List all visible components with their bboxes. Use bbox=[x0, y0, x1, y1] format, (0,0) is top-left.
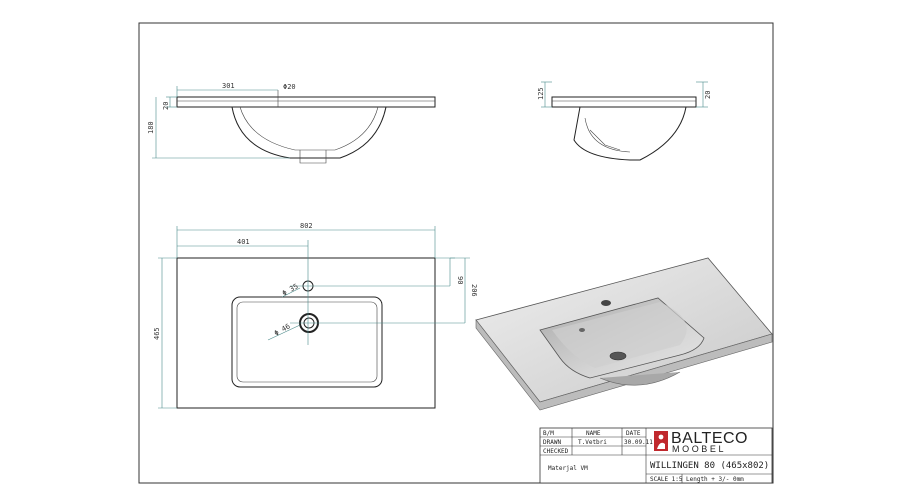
tb-row-drawn-label: DRAWN bbox=[543, 439, 561, 446]
tb-scale: SCALE 1:5 bbox=[650, 476, 683, 483]
sheet-border bbox=[138, 22, 774, 484]
tb-col-role: B/M bbox=[543, 430, 554, 437]
brand-sub: MOOBEL bbox=[672, 444, 726, 454]
top-dim-width: 802 bbox=[300, 222, 313, 230]
tb-row-drawn-date: 30.09.11 bbox=[624, 439, 653, 446]
top-view: 802 401 Φ 35 Φ 46 90 206 465 bbox=[153, 222, 478, 409]
front-dim-hole-dia: Φ20 bbox=[283, 83, 296, 91]
front-bowl-outline bbox=[231, 106, 387, 159]
iso-drain-hole bbox=[609, 351, 627, 361]
side-view: 125 20 bbox=[537, 81, 712, 161]
front-dim-width-half: 301 bbox=[222, 82, 235, 90]
front-dim-total-height: 180 bbox=[147, 121, 155, 134]
tb-tolerance: Length + 3/- 0mm bbox=[686, 476, 744, 483]
front-counter-slab bbox=[176, 96, 436, 108]
title-block: B/M NAME DATE DRAWN T.Vetbri 30.09.11 CH… bbox=[539, 427, 773, 484]
tb-product: WILLINGEN 80 (465x802) bbox=[650, 461, 769, 471]
front-dim-rim-height: 20 bbox=[162, 102, 170, 110]
side-counter-slab bbox=[551, 96, 697, 108]
side-bowl-outline bbox=[573, 106, 687, 161]
top-dim-center: 401 bbox=[237, 238, 250, 246]
isometric-view bbox=[475, 257, 773, 411]
tb-row-checked-label: CHECKED bbox=[543, 448, 569, 455]
top-dim-bowl-depth: 206 bbox=[470, 284, 478, 297]
side-dim-left-height: 125 bbox=[537, 87, 545, 100]
brand-name: BALTECO bbox=[671, 430, 748, 447]
tb-col-name: NAME bbox=[586, 430, 601, 437]
top-bowl-outline bbox=[231, 296, 383, 388]
top-dim-depth: 465 bbox=[153, 327, 161, 340]
brand-logo: BALTECO MOOBEL bbox=[654, 430, 748, 454]
tb-material: Materjal VM bbox=[548, 465, 588, 472]
tb-row-drawn-name: T.Vetbri bbox=[578, 439, 607, 446]
side-dim-right-height: 20 bbox=[704, 91, 712, 99]
top-dim-hole-offset: 90 bbox=[456, 276, 464, 284]
front-view: 301 Φ20 20 180 bbox=[147, 82, 436, 164]
iso-faucet-hole bbox=[601, 300, 611, 306]
tb-col-date: DATE bbox=[626, 430, 641, 437]
